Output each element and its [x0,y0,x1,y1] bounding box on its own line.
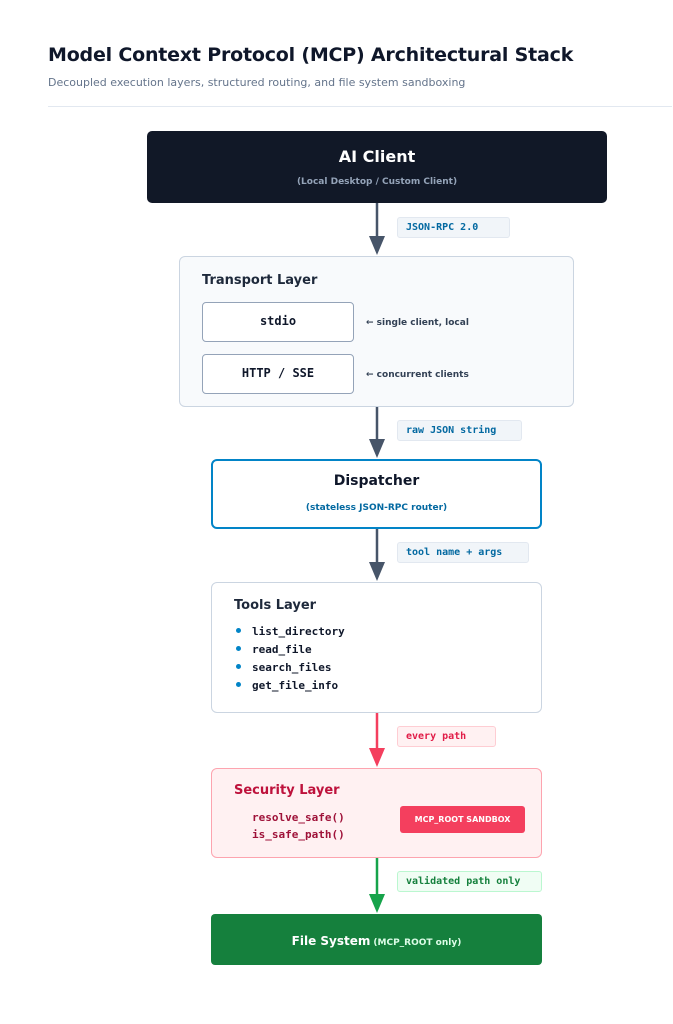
transport-option-stdio: stdio [202,302,354,342]
dispatcher-title: Dispatcher [333,473,420,489]
connector-tools-security [369,713,385,767]
tool-item: list_directory [236,623,345,641]
tool-name: list_directory [252,625,345,638]
tool-name: search_files [252,661,332,674]
file-system-node: File System(MCP_ROOT only) [211,914,542,965]
connector-label-every-path: every path [397,726,496,747]
tool-item: get_file_info [236,677,345,695]
header-divider [48,106,672,107]
ai-client-title: AI Client [338,147,416,166]
tools-layer-title: Tools Layer [234,598,317,613]
transport-note-stdio: ← single client, local [366,318,469,328]
tool-item: search_files [236,659,345,677]
diagram-title: Model Context Protocol (MCP) Architectur… [48,44,574,66]
connector-label-validated-path: validated path only [397,871,542,892]
connector-dispatcher-tools [369,529,385,581]
transport-note-http-sse: ← concurrent clients [366,370,469,380]
security-function-is-safe-path: is_safe_path() [252,828,345,841]
connector-label-raw-json: raw JSON string [397,420,522,441]
ai-client-node: AI Client (Local Desktop / Custom Client… [147,131,607,203]
transport-option-http-sse: HTTP / SSE [202,354,354,394]
connector-label-json-rpc: JSON-RPC 2.0 [397,217,510,238]
connector-client-transport [369,203,385,255]
security-function-resolve-safe: resolve_safe() [252,811,345,824]
bullet-dot-icon [236,664,241,669]
tools-list: list_directory read_file search_files ge… [236,623,345,695]
connector-label-tool-args: tool name + args [397,542,529,563]
bullet-dot-icon [236,682,241,687]
connector-transport-dispatcher [369,407,385,458]
ai-client-subtitle: (Local Desktop / Custom Client) [296,177,458,187]
tool-item: read_file [236,641,345,659]
bullet-dot-icon [236,646,241,651]
dispatcher-node: Dispatcher (stateless JSON-RPC router) [211,459,542,529]
tool-name: get_file_info [252,679,339,692]
security-layer-node: Security Layer resolve_safe() is_safe_pa… [211,768,542,858]
sandbox-badge: MCP_ROOT SANDBOX [400,806,525,833]
transport-layer-node: Transport Layer stdio ← single client, l… [179,256,574,407]
dispatcher-subtitle: (stateless JSON-RPC router) [305,503,448,513]
transport-layer-title: Transport Layer [202,273,318,288]
bullet-dot-icon [236,628,241,633]
tools-layer-node: Tools Layer list_directory read_file sea… [211,582,542,713]
diagram-subtitle: Decoupled execution layers, structured r… [48,76,466,89]
file-system-qualifier: (MCP_ROOT only) [373,938,462,948]
security-layer-title: Security Layer [234,783,340,798]
file-system-title: File System [291,934,371,948]
tool-name: read_file [252,643,312,656]
connector-security-filesystem [369,858,385,913]
